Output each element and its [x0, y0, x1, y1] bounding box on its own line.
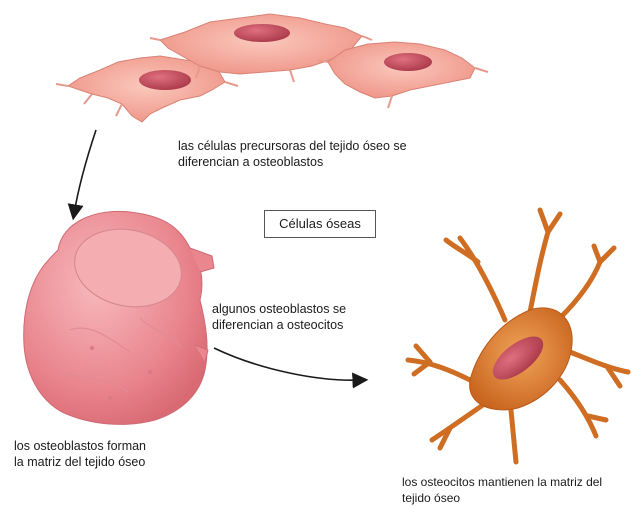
label-osteoblasts-to-osteocytes-line2: diferencian a osteocitos: [212, 317, 346, 333]
arrow-precursor-to-osteoblast: [74, 130, 96, 214]
osteoblast-cell: [24, 211, 214, 424]
label-precursors: las células precursoras del tejido óseo …: [178, 138, 407, 170]
precursor-nucleus-right: [384, 53, 432, 71]
precursor-cell-right: [318, 42, 488, 108]
label-osteocytes-line2: tejido óseo: [402, 490, 602, 506]
diagram-title: Células óseas: [279, 216, 361, 231]
osteocyte-cell: [408, 210, 628, 462]
label-osteoblasts-line2: la matriz del tejido óseo: [14, 454, 146, 470]
label-osteoblasts-to-osteocytes-line1: algunos osteoblastos se: [212, 301, 346, 317]
precursor-nucleus-left: [139, 70, 191, 90]
label-osteoblasts-to-osteocytes: algunos osteoblastos se diferencian a os…: [212, 301, 346, 333]
precursor-nucleus-center: [234, 24, 290, 42]
label-osteoblasts: los osteoblastos forman la matriz del te…: [14, 438, 146, 470]
label-osteocytes: los osteocitos mantienen la matriz del t…: [402, 474, 602, 506]
label-precursors-line2: diferencian a osteoblastos: [178, 154, 407, 170]
arrow-osteoblast-to-osteocyte: [214, 348, 362, 380]
label-precursors-line1: las células precursoras del tejido óseo …: [178, 138, 407, 154]
label-osteoblasts-line1: los osteoblastos forman: [14, 438, 146, 454]
label-osteocytes-line1: los osteocitos mantienen la matriz del: [402, 474, 602, 490]
diagram-title-box: Células óseas: [264, 210, 376, 238]
